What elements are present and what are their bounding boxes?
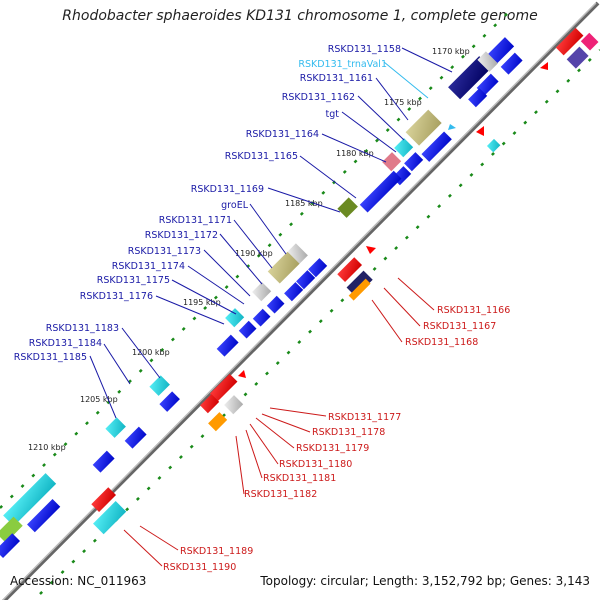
gene-block [486, 37, 515, 65]
gene-label-rskd131-1182[interactable]: RSKD131_1182 [244, 489, 317, 500]
gene-block [200, 394, 220, 414]
gene-label-rskd131-1190[interactable]: RSKD131_1190 [163, 562, 236, 573]
gene-label-rskd131-1177[interactable]: RSKD131_1177 [328, 412, 401, 423]
gene-label-rskd131-1189[interactable]: RSKD131_1189 [180, 546, 253, 557]
gene-block [105, 417, 126, 438]
gene-block [348, 278, 371, 301]
gene-block [421, 131, 452, 162]
gene-block [308, 258, 328, 278]
gene-label-rskd131-1185[interactable]: RSKD131_1185 [14, 352, 87, 363]
reverse-genes [91, 27, 599, 535]
kbp-tick-label: 1205 kbp [80, 395, 118, 404]
gene-label-rskd131-1174[interactable]: RSKD131_1174 [112, 261, 185, 272]
gene-label-rskd131-1158[interactable]: RSKD131_1158 [328, 44, 401, 55]
gene-block [287, 243, 308, 264]
gene-block [225, 308, 245, 328]
gene-block [208, 412, 228, 432]
forward-label-connectors [89, 47, 453, 419]
gene-block [266, 295, 285, 314]
gene-label-rskd131-1173[interactable]: RSKD131_1173 [128, 246, 201, 257]
kbp-tick-label: 1170 kbp [432, 47, 470, 56]
gene-block [27, 499, 61, 533]
gene-block [566, 46, 589, 69]
gene-block [476, 73, 499, 96]
gene-block [267, 251, 300, 284]
gene-block [124, 426, 147, 449]
gene-label-rskd131-1175[interactable]: RSKD131_1175 [97, 275, 170, 286]
kbp-tick-label: 1195 kbp [183, 298, 221, 307]
topology-text: Topology: circular; Length: 3,152,792 bp… [260, 574, 590, 588]
gene-block [93, 501, 127, 535]
gene-label-tgt[interactable]: tgt [326, 109, 340, 120]
gene-block [209, 373, 238, 402]
gene-block [252, 282, 272, 302]
gene-label-rskd131-1171[interactable]: RSKD131_1171 [159, 215, 232, 226]
kbp-tick-label: 1190 kbp [235, 249, 273, 258]
guide-track-inner [39, 49, 600, 595]
gene-label-rskd131-1179[interactable]: RSKD131_1179 [296, 443, 369, 454]
gene-block [500, 52, 523, 75]
gene-label-rskd131-trnaval1[interactable]: RSKD131_trnaVal1 [298, 59, 387, 70]
kbp-tick-label: 1210 kbp [28, 443, 66, 452]
gene-block [394, 138, 414, 158]
gene-block [580, 32, 599, 51]
gene-block [382, 152, 402, 172]
kbp-tick-label: 1200 kbp [132, 348, 170, 357]
gene-block [486, 138, 501, 153]
trna-marker [448, 124, 456, 130]
reverse-label-connectors [123, 277, 435, 567]
kbp-tick-label: 1175 kbp [384, 98, 422, 107]
gene-block [468, 88, 488, 108]
gene-block [149, 375, 170, 396]
gene-label-rskd131-1169[interactable]: RSKD131_1169 [191, 184, 264, 195]
gene-block [0, 533, 21, 559]
gene-block [359, 170, 402, 213]
gene-block [224, 395, 244, 415]
gene-label-rskd131-1184[interactable]: RSKD131_1184 [29, 338, 102, 349]
forward-genes [0, 37, 523, 559]
gene-block [216, 334, 239, 357]
gene-label-rskd131-1161[interactable]: RSKD131_1161 [300, 73, 373, 84]
gene-label-rskd131-1168[interactable]: RSKD131_1168 [405, 337, 478, 348]
gene-block [337, 197, 358, 218]
gene-block [448, 56, 492, 100]
gene-block [405, 109, 442, 146]
gene-block [92, 450, 115, 473]
accession-text: Accession: NC_011963 [10, 574, 147, 588]
gene-label-rskd131-1162[interactable]: RSKD131_1162 [282, 92, 355, 103]
gene-label-rskd131-1164[interactable]: RSKD131_1164 [246, 129, 319, 140]
gene-label-rskd131-1176[interactable]: RSKD131_1176 [80, 291, 153, 302]
gene-block [284, 282, 304, 302]
gene-label-rskd131-1172[interactable]: RSKD131_1172 [145, 230, 218, 241]
gene-label-rskd131-1166[interactable]: RSKD131_1166 [437, 305, 510, 316]
gene-block [555, 27, 584, 56]
gene-label-groel[interactable]: groEL [221, 200, 249, 211]
gene-label-rskd131-1167[interactable]: RSKD131_1167 [423, 321, 496, 332]
gene-block [477, 51, 498, 72]
kbp-tick-label: 1185 kbp [285, 199, 323, 208]
gene-block [238, 320, 257, 339]
gene-block [159, 391, 180, 412]
gene-block [296, 270, 316, 290]
gene-block [91, 487, 117, 513]
gene-label-rskd131-1180[interactable]: RSKD131_1180 [279, 459, 352, 470]
gene-label-rskd131-1183[interactable]: RSKD131_1183 [46, 323, 119, 334]
gene-label-rskd131-1178[interactable]: RSKD131_1178 [312, 427, 385, 438]
gene-label-rskd131-1165[interactable]: RSKD131_1165 [225, 151, 298, 162]
gene-block [337, 257, 363, 283]
kbp-tick-label: 1180 kbp [336, 149, 374, 158]
gene-block [404, 152, 424, 172]
gene-block [252, 308, 271, 327]
map-title: Rhodobacter sphaeroides KD131 chromosome… [62, 8, 538, 24]
gene-block [3, 473, 57, 527]
gene-block [0, 516, 23, 543]
gene-label-rskd131-1181[interactable]: RSKD131_1181 [263, 473, 336, 484]
gene-block [346, 270, 373, 297]
